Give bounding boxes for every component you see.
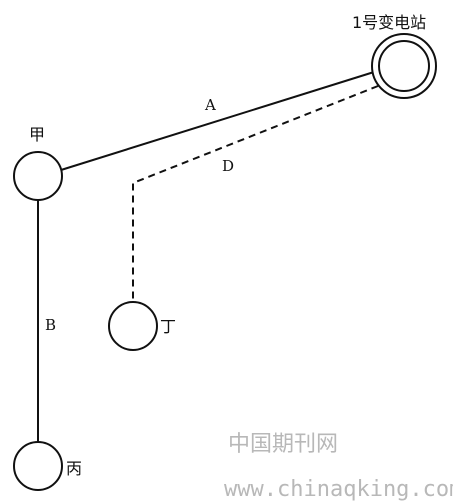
line-d <box>132 85 379 302</box>
node-bing-label: 丙 <box>66 459 82 478</box>
node-jia-label: 甲 <box>29 125 45 144</box>
node-bing <box>13 441 63 491</box>
watermark-cn: 中国期刊网 <box>228 432 338 457</box>
watermark-url: www.chinaqking.com <box>224 477 453 502</box>
line-b-label: B <box>45 316 56 334</box>
substation-node <box>371 33 437 99</box>
line-d-label: D <box>222 157 234 175</box>
line-a <box>60 71 375 171</box>
node-ding-label: 丁 <box>160 317 176 336</box>
line-a-label: A <box>204 96 216 114</box>
node-jia <box>13 151 63 201</box>
node-ding <box>108 301 158 351</box>
substation-label: 1号变电站 <box>352 13 426 32</box>
